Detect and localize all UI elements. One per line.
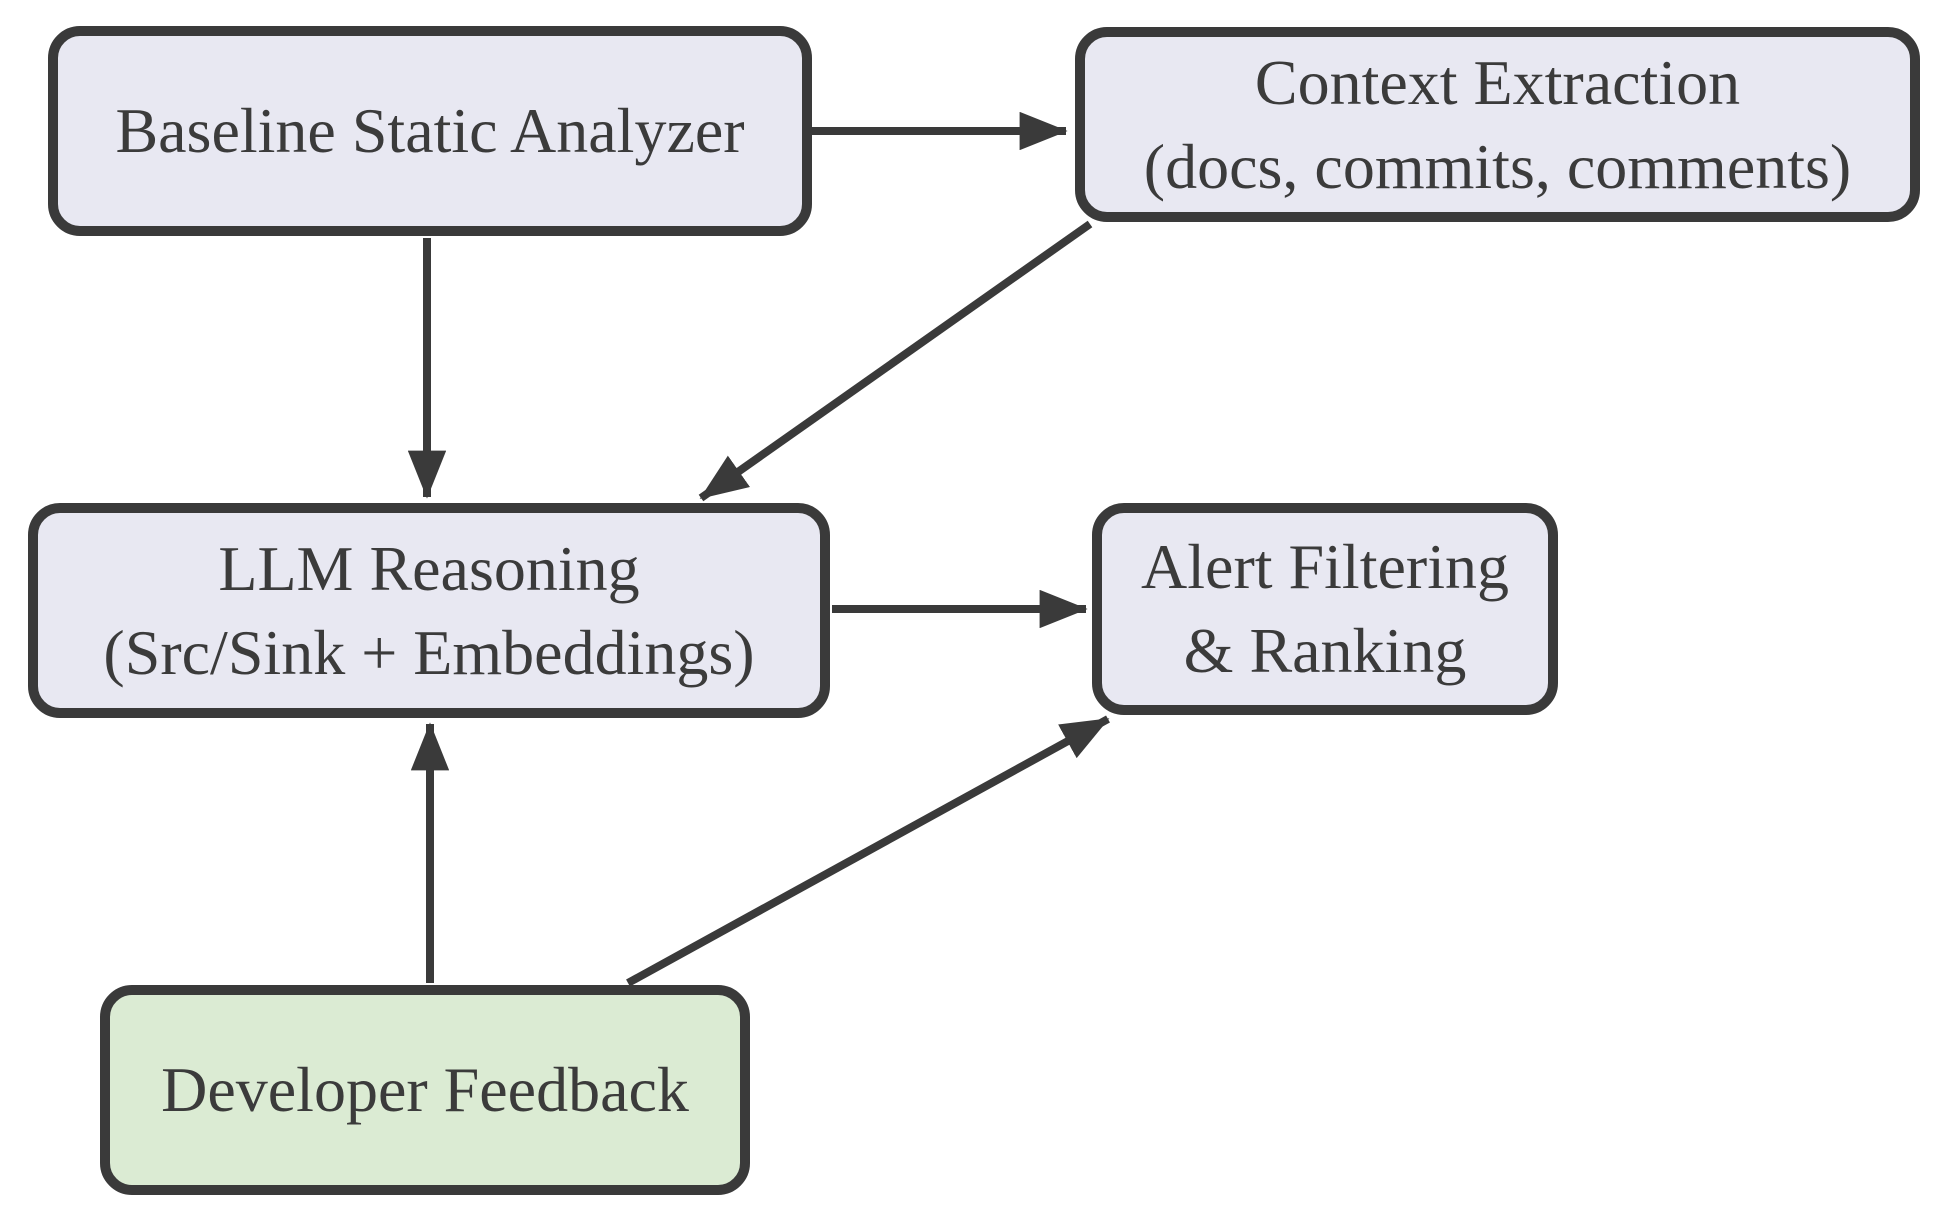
arrow-feedback-to-alert — [626, 715, 1110, 987]
node-context-label-line2: (docs, commits, comments) — [1143, 130, 1852, 202]
node-feedback-label: Developer Feedback — [161, 1054, 689, 1125]
node-baseline-label: Baseline Static Analyzer — [115, 95, 745, 166]
node-developer-feedback: Developer Feedback — [100, 985, 750, 1195]
node-alert-label-line2: & Ranking — [1183, 615, 1467, 686]
node-baseline-static-analyzer: Baseline Static Analyzer — [48, 26, 812, 236]
arrow-context-to-llm — [698, 220, 1093, 502]
node-llm-label-line1: LLM Reasoning — [218, 532, 640, 604]
node-context-label-line1: Context Extraction — [1254, 46, 1741, 118]
node-llm-label-line2: (Src/Sink + Embeddings) — [103, 616, 755, 688]
node-alert-filtering-ranking: Alert Filtering & Ranking — [1092, 503, 1558, 715]
node-context-extraction: Context Extraction (docs, commits, comme… — [1075, 27, 1920, 222]
node-alert-label-line1: Alert Filtering — [1141, 531, 1509, 602]
node-llm-reasoning: LLM Reasoning (Src/Sink + Embeddings) — [28, 503, 830, 718]
